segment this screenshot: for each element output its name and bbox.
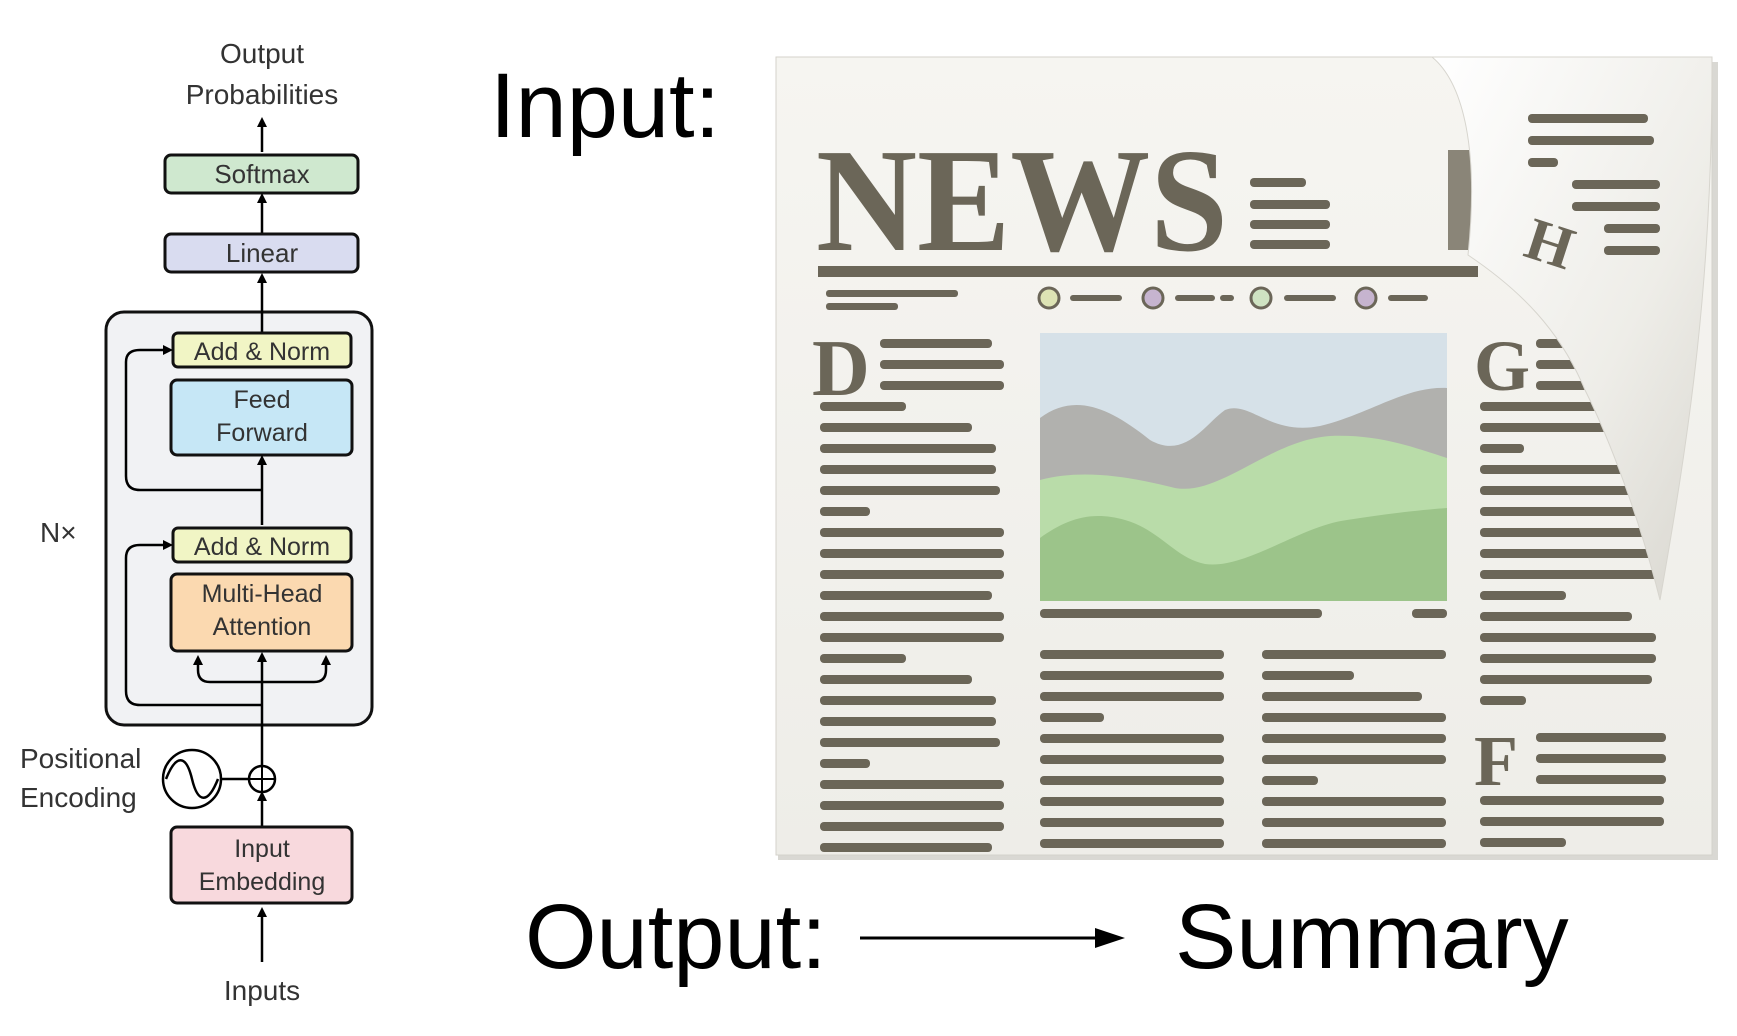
newspaper-photo: [1040, 333, 1447, 601]
masthead-rule: [818, 266, 1478, 277]
section-dots: [1037, 286, 1428, 310]
positional-encoding-label-1: Positional: [20, 743, 141, 774]
output-arrow-head: [1095, 928, 1125, 948]
feed-forward-label-2: Forward: [216, 419, 308, 447]
add-norm-top-box: [171, 331, 353, 369]
curl-back-text: [1528, 114, 1660, 255]
attention-label-2: Attention: [213, 613, 312, 641]
newspaper-icon: NEWS D: [775, 56, 1718, 860]
linear-label: Linear: [226, 238, 299, 268]
dropcap-f: F: [1474, 721, 1518, 801]
middle-columns-text: [1040, 650, 1446, 848]
encoder-block: [104, 310, 374, 727]
embedding-label-2: Embedding: [199, 868, 325, 896]
feed-forward-label-1: Feed: [234, 386, 291, 414]
inputs-label: Inputs: [224, 975, 300, 1006]
input-embedding-box: [169, 825, 354, 905]
multi-head-attention-box: [169, 572, 354, 653]
sine-wave-icon: [164, 759, 220, 799]
transformer-diagram: Output Probabilities Softmax Linear N× A…: [20, 38, 374, 1006]
input-label: Input:: [490, 55, 720, 157]
dropcap-g: G: [1474, 326, 1530, 406]
add-norm-top-label: Add & Norm: [194, 338, 330, 366]
residual-arrow-bottom: [124, 540, 262, 707]
left-column-text: [820, 339, 1004, 852]
photo-caption: [1040, 609, 1447, 618]
positional-encoding-label-2: Encoding: [20, 782, 137, 813]
output-label: Output:: [525, 886, 827, 988]
residual-arrow-top: [124, 345, 262, 492]
nx-label: N×: [40, 517, 77, 548]
attention-label-1: Multi-Head: [202, 580, 323, 608]
add-norm-bottom-label: Add & Norm: [194, 533, 330, 561]
linear-box: [163, 232, 360, 274]
add-norm-bottom-box: [171, 526, 353, 564]
dropcap-d: D: [812, 325, 870, 413]
masthead: NEWS: [816, 119, 1228, 283]
output-probabilities-label: Output: [220, 38, 304, 69]
attention-branch-right: [262, 655, 331, 684]
output-probabilities-label-2: Probabilities: [186, 79, 339, 110]
dateline: [826, 290, 958, 310]
summary-label: Summary: [1175, 886, 1569, 988]
attention-branch-left: [193, 655, 262, 684]
embedding-label-1: Input: [234, 835, 290, 863]
masthead-side-lines: [1250, 178, 1330, 249]
softmax-label: Softmax: [214, 159, 309, 189]
page-curl: [1430, 56, 1713, 601]
